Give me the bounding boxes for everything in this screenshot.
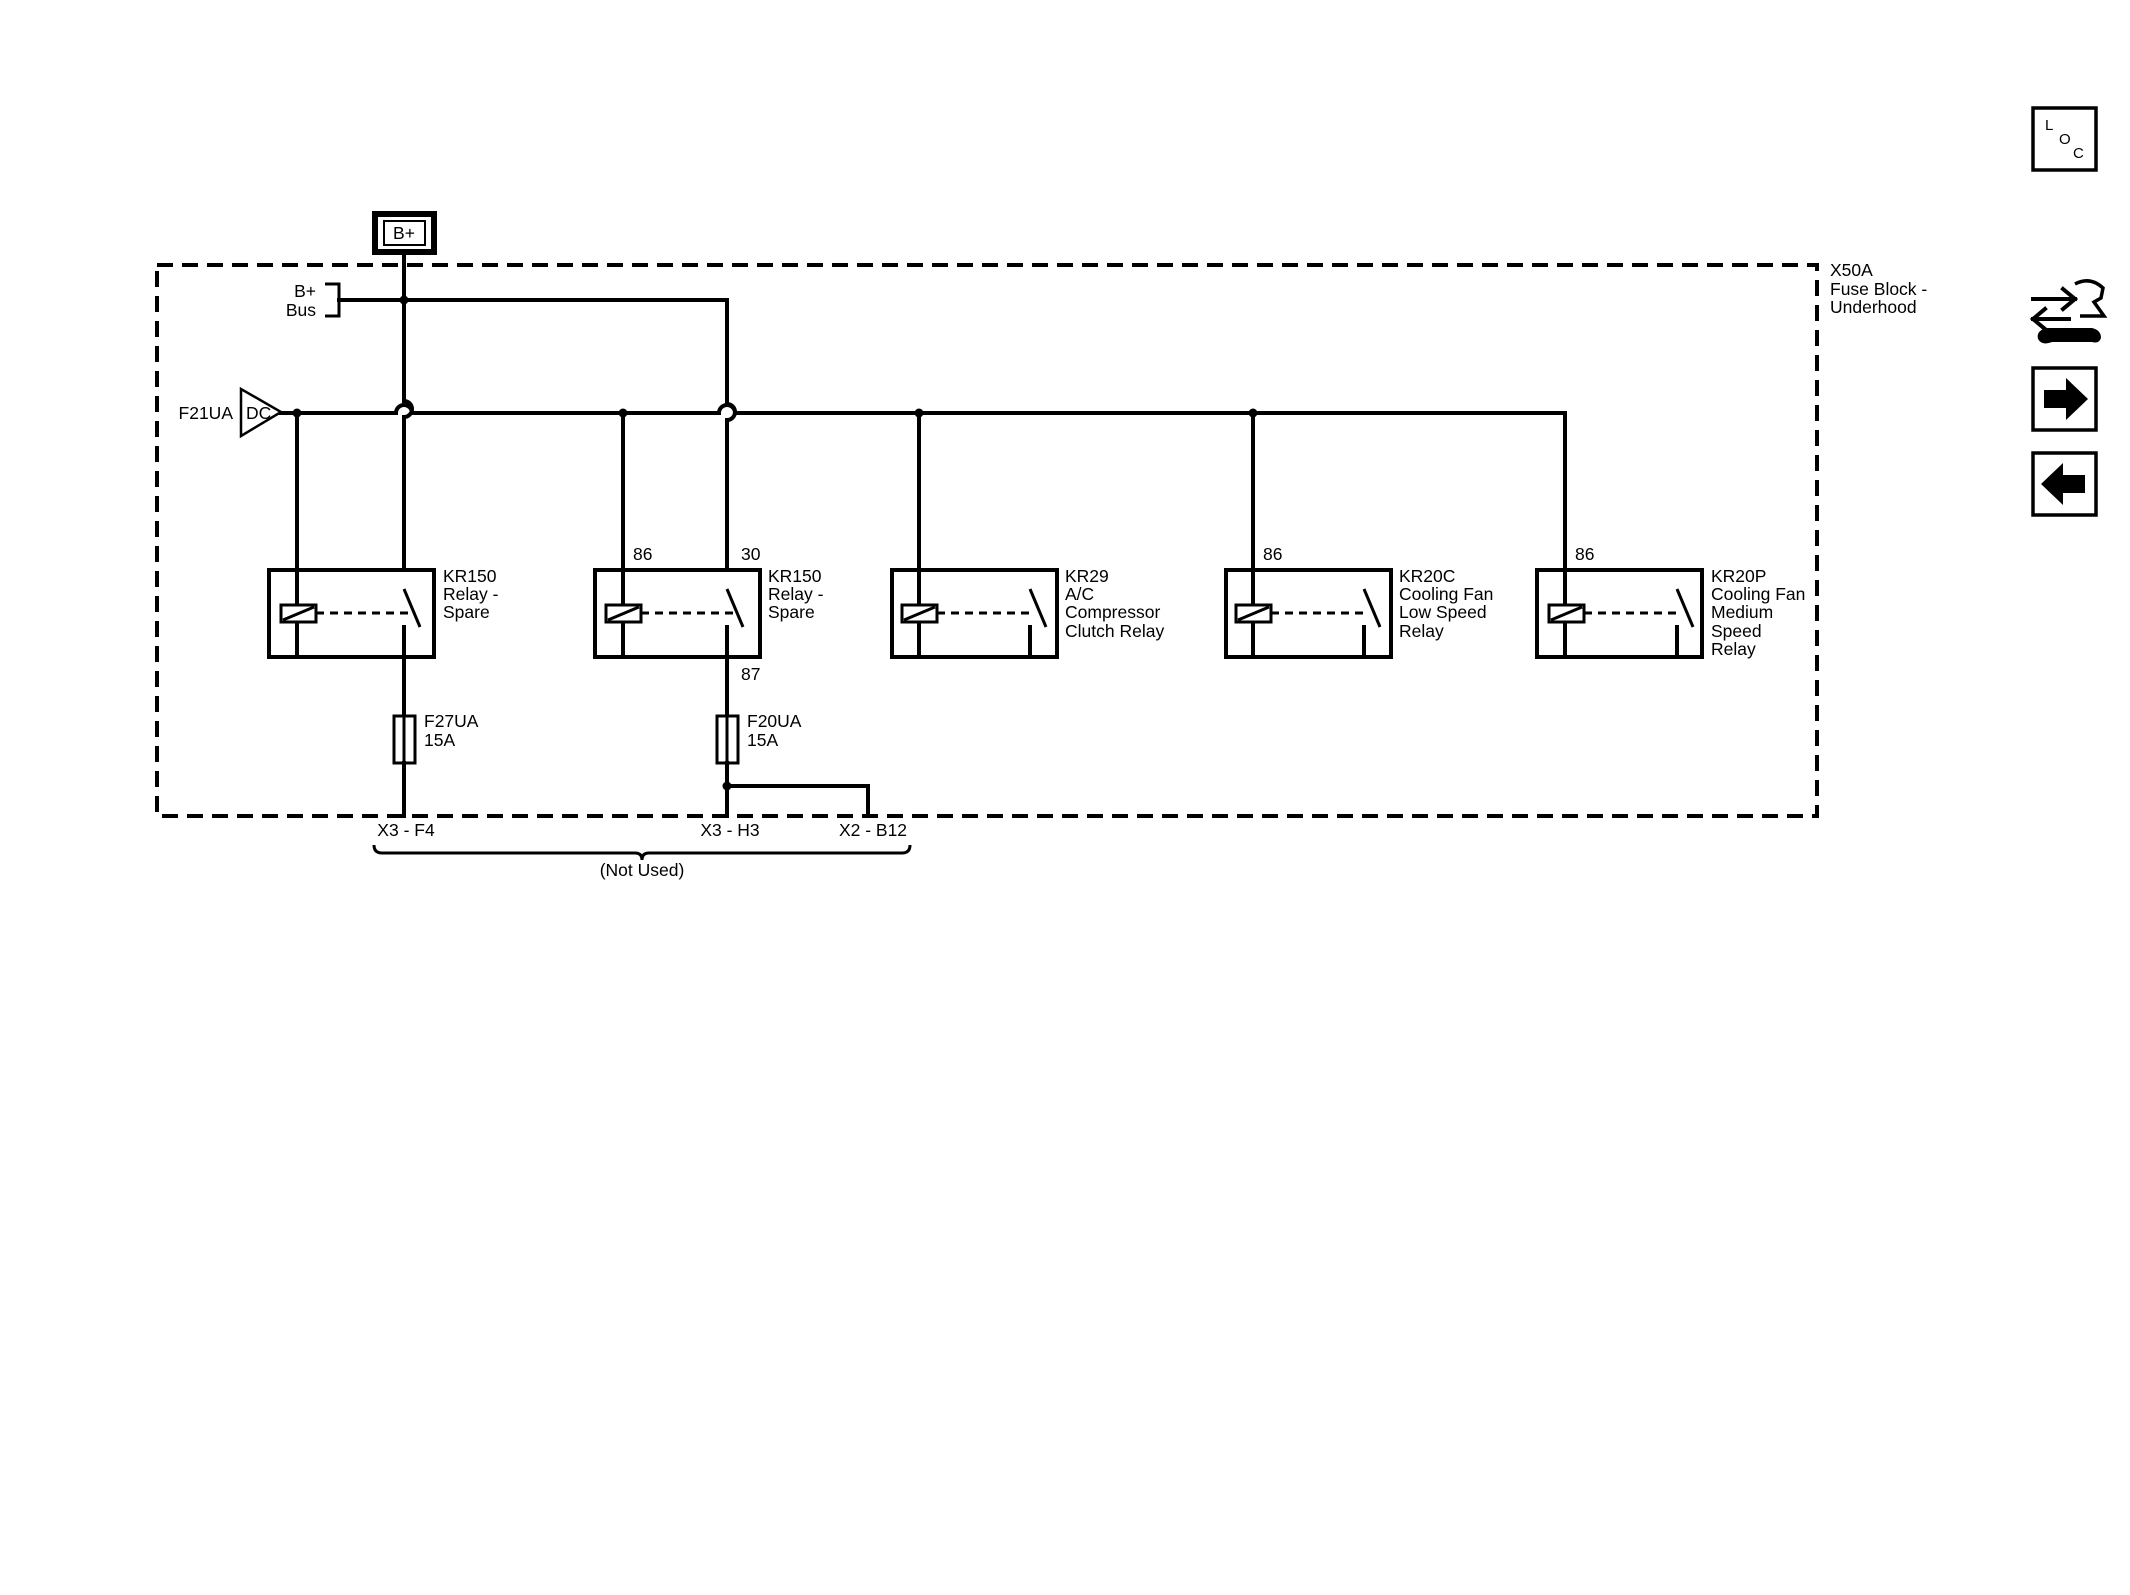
relay-3-line-3: Compressor [1065,602,1160,622]
dc-source-label: DC [246,403,271,423]
relay-4-line-1: KR20C [1399,566,1455,586]
fuse-f20ua-rating: 15A [747,730,778,750]
bus-label-2: Bus [286,300,316,320]
fuse-f27ua-name: F27UA [424,711,479,731]
relay-5-line-3: Medium [1711,602,1773,622]
loc-letter-o: O [2059,131,2071,148]
relay-1-line-2: Relay - [443,584,499,604]
relay-2-pin-87: 87 [741,664,760,684]
fuse-f27ua-rating: 15A [424,730,455,750]
fuse-f20ua-name: F20UA [747,711,802,731]
not-used-label: (Not Used) [600,860,685,880]
connector-x2-b12: X2 - B12 [839,820,907,840]
next-page-button[interactable] [2031,366,2098,432]
relay-2-pin-30: 30 [741,544,761,564]
relay-2-line-1: KR150 [768,566,822,586]
relay-kr150-spare-1: KR150 Relay - Spare [267,566,499,659]
bus-label-1: B+ [294,281,316,301]
connector-tool-icon[interactable] [2029,279,2108,344]
location-button[interactable]: L O C [2031,106,2098,172]
arrow-right-icon [2044,378,2088,420]
relay-4-line-2: Cooling Fan [1399,584,1493,604]
b-plus-bus: B+ Bus [286,281,341,320]
loc-letter-l: L [2045,117,2053,134]
relay-5-line-5: Relay [1711,639,1756,659]
relay-kr20p-cooling-fan-medium: KR20P Cooling Fan Medium Speed Relay 86 [1535,544,1805,659]
relay-kr150-spare-2: KR150 Relay - Spare 86 30 87 [593,544,824,684]
relay-kr20c-cooling-fan-low: KR20C Cooling Fan Low Speed Relay 86 [1224,544,1493,659]
relay-2-line-2: Relay - [768,584,824,604]
relay-3-line-1: KR29 [1065,566,1109,586]
battery-power-label: B+ [393,223,415,243]
fuse-block-boundary [155,263,1819,818]
relay-4-line-4: Relay [1399,621,1444,641]
arrow-left-icon [2041,463,2085,505]
not-used-brace [372,844,912,861]
relay-1-line-3: Spare [443,602,490,622]
relay-3-line-2: A/C [1065,584,1094,604]
relay-3-line-4: Clutch Relay [1065,621,1164,641]
dc-source: DC F21UA [179,386,284,439]
battery-power-source: B+ [372,211,437,255]
connector-x3-f4: X3 - F4 [377,820,435,840]
previous-page-button[interactable] [2031,451,2098,517]
relay-4-line-3: Low Speed [1399,602,1487,622]
relay-2-pin-86: 86 [633,544,652,564]
connector-x3-h3: X3 - H3 [700,820,759,840]
relay-5-line-2: Cooling Fan [1711,584,1805,604]
relay-2-line-3: Spare [768,602,815,622]
fuse-block-desc-1: Fuse Block - [1830,279,1927,299]
relay-5-line-1: KR20P [1711,566,1766,586]
relay-1-line-1: KR150 [443,566,497,586]
relay-5-pin-86: 86 [1575,544,1594,564]
relay-kr29-ac-compressor: KR29 A/C Compressor Clutch Relay [890,566,1164,659]
loc-letter-c: C [2073,145,2084,162]
relay-5-line-4: Speed [1711,621,1762,641]
relay-4-pin-86: 86 [1263,544,1282,564]
fuse-block-desc-2: Underhood [1830,297,1917,317]
dc-source-fuse: F21UA [179,403,234,423]
fuse-block-name: X50A [1830,260,1873,280]
